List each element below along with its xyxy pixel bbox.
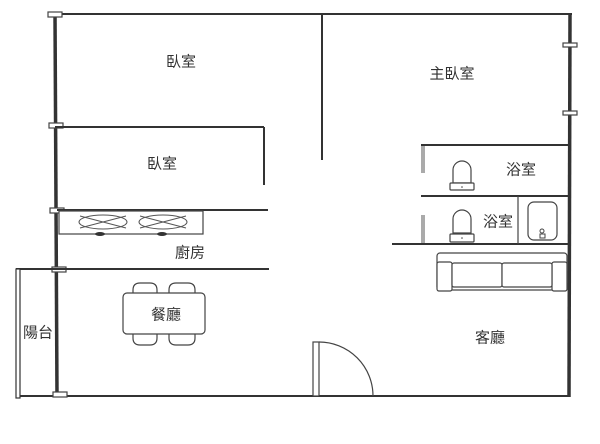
label-master-bedroom: 主臥室: [429, 65, 474, 83]
left-wall: [53, 13, 59, 397]
stove-icon: [58, 210, 204, 236]
toilet-icon: [449, 160, 475, 191]
water-heater-icon: [527, 201, 558, 241]
label-living-room: 客廳: [475, 329, 505, 347]
label-bedroom-2: 臥室: [147, 155, 177, 173]
label-bedroom-1: 臥室: [166, 53, 196, 71]
balcony-railing: [15, 268, 57, 399]
label-bathroom-2: 浴室: [483, 213, 513, 231]
entrance-door[interactable]: [312, 341, 374, 397]
label-kitchen: 廚房: [175, 244, 205, 262]
label-dining-room: 餐廳: [151, 306, 181, 324]
toilet-icon: [449, 209, 475, 243]
label-bathroom-1: 浴室: [506, 161, 536, 179]
label-balcony: 陽台: [23, 324, 53, 342]
sofa-icon: [436, 252, 568, 292]
window-marks-right: [562, 42, 578, 116]
right-wall: [567, 13, 572, 398]
dining-table-icon: [122, 282, 206, 346]
